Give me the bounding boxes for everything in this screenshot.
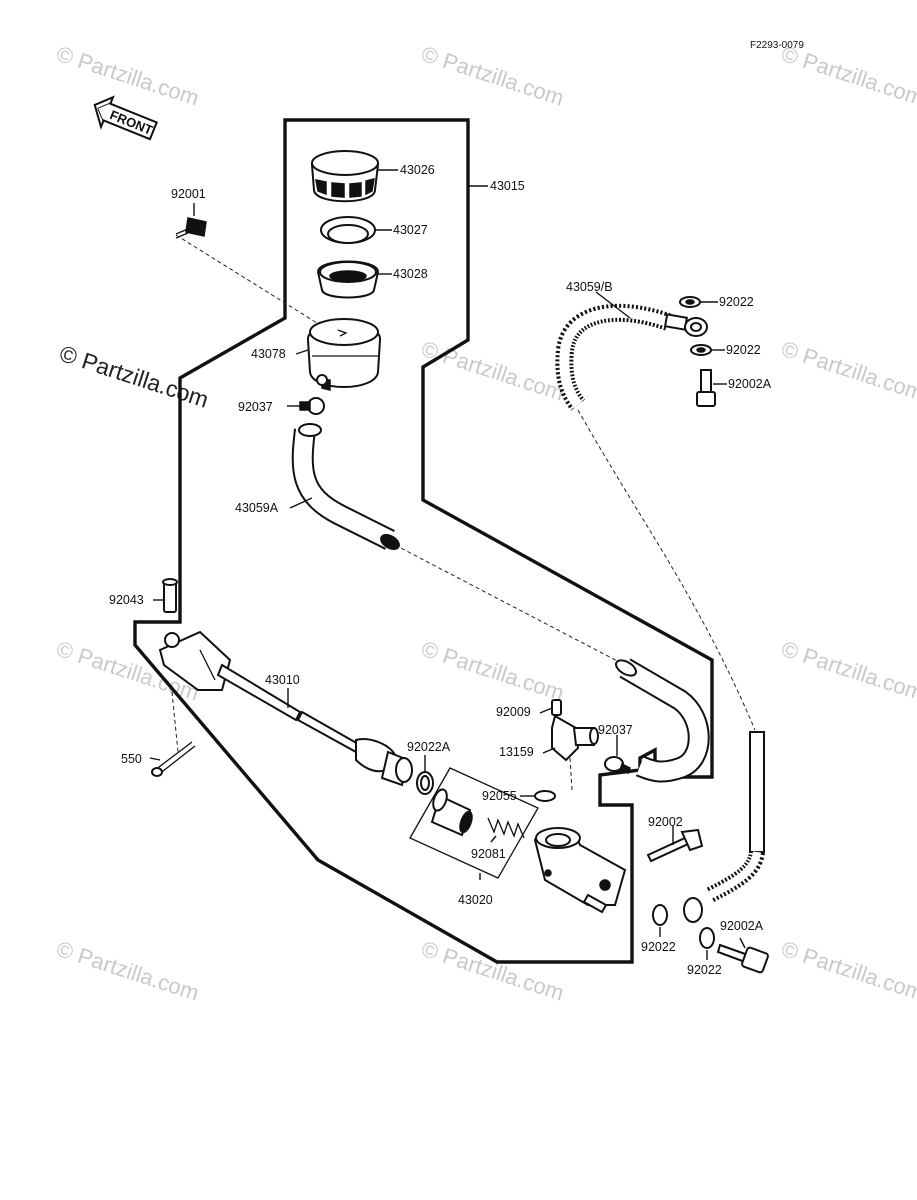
master-cylinder-body <box>533 827 627 914</box>
front-arrow-icon: FRONT <box>93 95 159 141</box>
banjo-bolt-lower <box>716 943 769 974</box>
label-92001: 92001 <box>171 187 206 201</box>
spring-92081 <box>487 817 525 839</box>
watermark: © Partzilla.com <box>418 936 567 1006</box>
label-43027: 43027 <box>393 223 428 237</box>
assembly-outline <box>133 118 714 964</box>
reservoir-cap <box>310 150 380 203</box>
label-92081: 92081 <box>471 847 506 861</box>
o-ring-92055 <box>534 790 556 802</box>
label-43078: 43078 <box>251 347 286 361</box>
watermark: © Partzilla.com <box>778 336 917 406</box>
fitting-13159 <box>551 699 599 762</box>
label-92022-lower-a: 92022 <box>641 940 676 954</box>
label-43028: 43028 <box>393 267 428 281</box>
label-92043: 92043 <box>109 593 144 607</box>
leader-lines <box>149 169 746 960</box>
watermark: © Partzilla.com <box>778 636 917 706</box>
bolt-92002 <box>646 828 704 863</box>
banjo-bolt-upper <box>696 369 716 407</box>
watermark: © Partzilla.com <box>418 41 567 111</box>
label-43059A: 43059A <box>235 501 279 515</box>
label-92022A: 92022A <box>407 740 451 754</box>
washer-92022-lower-b <box>699 927 715 949</box>
watermark: © Partzilla.com <box>53 936 202 1006</box>
watermark: © Partzilla.com <box>778 41 917 111</box>
label-550: 550 <box>121 752 142 766</box>
label-92037-lower: 92037 <box>598 723 633 737</box>
label-92009: 92009 <box>496 705 531 719</box>
label-92055: 92055 <box>482 789 517 803</box>
part-labels: 43026 43015 43027 43028 92001 43078 9203… <box>109 163 772 977</box>
clamp-92037-lower <box>604 756 631 774</box>
label-43015: 43015 <box>490 179 525 193</box>
guide-lines <box>171 234 756 791</box>
reservoir <box>306 318 382 391</box>
piston-kit-box <box>409 767 539 879</box>
label-92022-upper-b: 92022 <box>726 343 761 357</box>
label-43026: 43026 <box>400 163 435 177</box>
piston <box>430 788 473 837</box>
label-43020: 43020 <box>458 893 493 907</box>
label-43010: 43010 <box>265 673 300 687</box>
washer-92022-lower-a <box>652 904 668 926</box>
diaphragm <box>316 260 380 299</box>
watermark-logo: © Partzilla.com <box>56 340 211 413</box>
watermark: © Partzilla.com <box>418 636 567 706</box>
label-92002A-upper: 92002A <box>728 377 772 391</box>
label-92002A-lower: 92002A <box>720 919 764 933</box>
watermark: © Partzilla.com <box>53 41 202 111</box>
watermark: © Partzilla.com <box>418 336 567 406</box>
push-rod <box>158 630 413 787</box>
cotter-pin-550 <box>151 741 196 777</box>
label-13159: 13159 <box>499 745 534 759</box>
screw-92001 <box>175 217 207 239</box>
reservoir-hose <box>291 423 400 550</box>
pin-92043 <box>162 578 178 613</box>
diagram-code: F2293-0079 <box>750 40 804 51</box>
label-92037-upper: 92037 <box>238 400 273 414</box>
clamp-92037-upper <box>299 397 325 415</box>
label-43059B: 43059/B <box>566 280 613 294</box>
clutch-hose <box>555 303 765 923</box>
label-92002: 92002 <box>648 815 683 829</box>
seal-92022A <box>416 771 434 795</box>
diaphragm-plate <box>320 216 376 244</box>
label-92022-upper-a: 92022 <box>719 295 754 309</box>
label-92022-lower-b: 92022 <box>687 963 722 977</box>
lower-hose <box>615 658 710 783</box>
watermark: © Partzilla.com <box>778 936 917 1006</box>
